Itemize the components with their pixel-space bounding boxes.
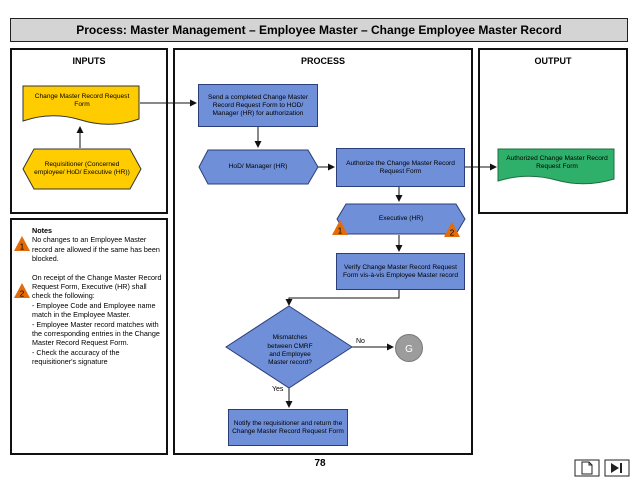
arrow-verify-to-decision xyxy=(285,290,400,306)
notes-marker-2-icon: 2 xyxy=(14,283,30,298)
note-2-bullet-2: - Employee Master record matches with th… xyxy=(32,319,160,348)
page-number: 78 xyxy=(314,458,326,469)
document-icon[interactable] xyxy=(574,459,600,477)
executive-label: Executive (HR) xyxy=(378,215,424,222)
process-marker-2-text: 2 xyxy=(450,229,455,238)
decision-no-label: No xyxy=(356,338,365,345)
output-form-label: Authorized Change Master Record Request … xyxy=(506,155,608,170)
output-panel: OUTPUT xyxy=(478,48,628,214)
notes-panel xyxy=(10,218,168,455)
input-form-shape xyxy=(22,85,140,125)
note-2-bullet-3: - Check the accuracy of the requisitione… xyxy=(32,347,120,367)
note-1: No changes to an Employee Master record … xyxy=(32,235,160,264)
hod-manager-label: HoD/ Manager (HR) xyxy=(228,163,288,170)
next-page-icon[interactable] xyxy=(604,459,630,477)
decision-yes-label: Yes xyxy=(272,386,284,393)
decision-label: Mismatches between CMRF and Employee Mas… xyxy=(267,334,313,367)
process-marker-1-icon: 1 xyxy=(332,220,348,235)
note-2-intro: On receipt of the Change Master Record R… xyxy=(32,272,162,301)
process-send-form: Send a completed Change Master Record Re… xyxy=(198,84,318,127)
decision-shape xyxy=(225,305,353,389)
output-heading: OUTPUT xyxy=(534,56,572,66)
note-2-bullet-1: - Employee Code and Employee name match … xyxy=(32,300,156,320)
notes-heading: Notes xyxy=(32,226,52,235)
hod-manager-shape xyxy=(198,149,319,185)
process-authorize: Authorize the Change Master Record Reque… xyxy=(336,148,465,187)
requisitioner-shape xyxy=(22,148,142,190)
connector-g-shape: G xyxy=(395,334,423,362)
process-marker-1-text: 1 xyxy=(338,227,343,236)
process-notify: Notify the requisitioner and return the … xyxy=(228,409,348,446)
notes-marker-2-text: 2 xyxy=(20,290,25,299)
output-form-shape xyxy=(497,148,615,185)
process-verify: Verify Change Master Record Request Form… xyxy=(336,253,465,290)
connector-g-text: G xyxy=(405,344,413,355)
requisitioner-label: Requisitioner (Concerned employee/ HoD/ … xyxy=(34,161,130,176)
input-form-label: Change Master Record Request Form xyxy=(34,93,130,108)
inputs-heading: INPUTS xyxy=(72,56,106,66)
notes-marker-1-icon: 1 xyxy=(14,236,30,251)
process-marker-2-icon: 2 xyxy=(444,222,460,237)
notes-marker-1-text: 1 xyxy=(20,243,25,252)
process-heading: PROCESS xyxy=(300,56,345,66)
page-title: Process: Master Management – Employee Ma… xyxy=(10,18,628,42)
notes-body: Notes No changes to an Employee Master r… xyxy=(32,226,164,367)
